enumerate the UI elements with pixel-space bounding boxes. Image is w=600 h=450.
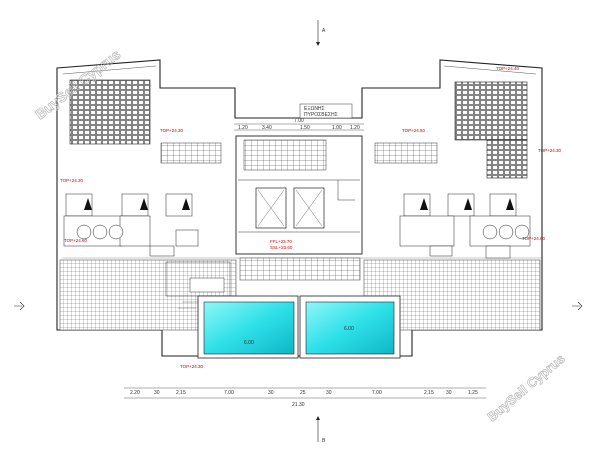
top-total: 7.00 (294, 118, 304, 124)
pool-right (305, 301, 395, 355)
level-tag: TOP+24.30 (538, 148, 562, 153)
bottom-dim: 2.15 (176, 390, 186, 396)
level-tags: TOP+24.40 TOP+24.30 TOP+24.50 TOP+24.30 … (60, 66, 562, 369)
section-mark-b: B (316, 416, 326, 444)
level-tag: TOP+24.40 (496, 66, 520, 71)
top-dim: 1.00 (332, 125, 342, 131)
center-level-ssl: SSL+23.60 (270, 245, 293, 250)
bottom-dim: 25 (300, 390, 306, 396)
pool-width-right: 6.00 (344, 326, 354, 332)
stair-upper (243, 139, 327, 171)
level-tag: TOP+24.30 (180, 364, 204, 369)
watermark: BuySell Cyprus (484, 351, 567, 424)
solar-panels-left (69, 79, 151, 145)
bottom-dim: 30 (446, 390, 452, 396)
bbq-counter (189, 277, 225, 293)
top-dimensions: ΕΞΩΝΗΣ ΠΥΡΟΣΒΕΣΗΣ 7.00 1.20 3.40 1.50 1.… (234, 103, 364, 131)
bottom-dimensions: 2.20 30 2.15 7.00 30 25 30 7.00 2.15 30 … (124, 387, 486, 408)
vent-grille-left (160, 142, 222, 164)
solar-panels-right (454, 81, 528, 141)
bottom-dim: 7.00 (224, 390, 234, 396)
bottom-dim: 2.20 (130, 390, 140, 396)
fire-note-box (299, 103, 353, 119)
center-level-ffl: FFL+23.70 (270, 239, 292, 244)
top-dim: 3.40 (262, 125, 272, 131)
section-arrows (14, 301, 583, 311)
level-tag: TOP+24.30 (60, 178, 84, 183)
pool-width-left: 6.00 (244, 340, 254, 346)
bottom-dim: 30 (154, 390, 160, 396)
level-tag: TOP+24.30 (160, 128, 184, 133)
top-dim: 1.50 (300, 125, 310, 131)
level-tag: TOP+24.60 (522, 236, 546, 241)
svg-text:A: A (322, 28, 326, 34)
bottom-dim: 30 (268, 390, 274, 396)
fire-note-line2: ΠΥΡΟΣΒΕΣΗΣ (304, 112, 338, 118)
bottom-dim: 2.15 (424, 390, 434, 396)
bottom-total: 21.30 (292, 402, 305, 408)
section-mark-a: A (316, 20, 326, 46)
level-tag: TOP+24.50 (402, 128, 426, 133)
pool-left (203, 301, 295, 355)
top-dim: 1.20 (238, 125, 248, 131)
top-dim: 1.20 (350, 125, 360, 131)
equipment-left (63, 193, 199, 257)
bottom-dim: 30 (326, 390, 332, 396)
stair-lower (239, 257, 361, 281)
svg-text:B: B (322, 438, 326, 444)
fire-note-line1: ΕΞΩΝΗΣ (304, 106, 325, 112)
equipment-right (399, 193, 531, 259)
level-tag: TOP+24.60 (64, 238, 88, 243)
vent-grille-right (374, 142, 438, 164)
bottom-dim: 7.00 (372, 390, 382, 396)
bottom-dim: 1.25 (468, 390, 478, 396)
roof-outline (56, 59, 543, 357)
